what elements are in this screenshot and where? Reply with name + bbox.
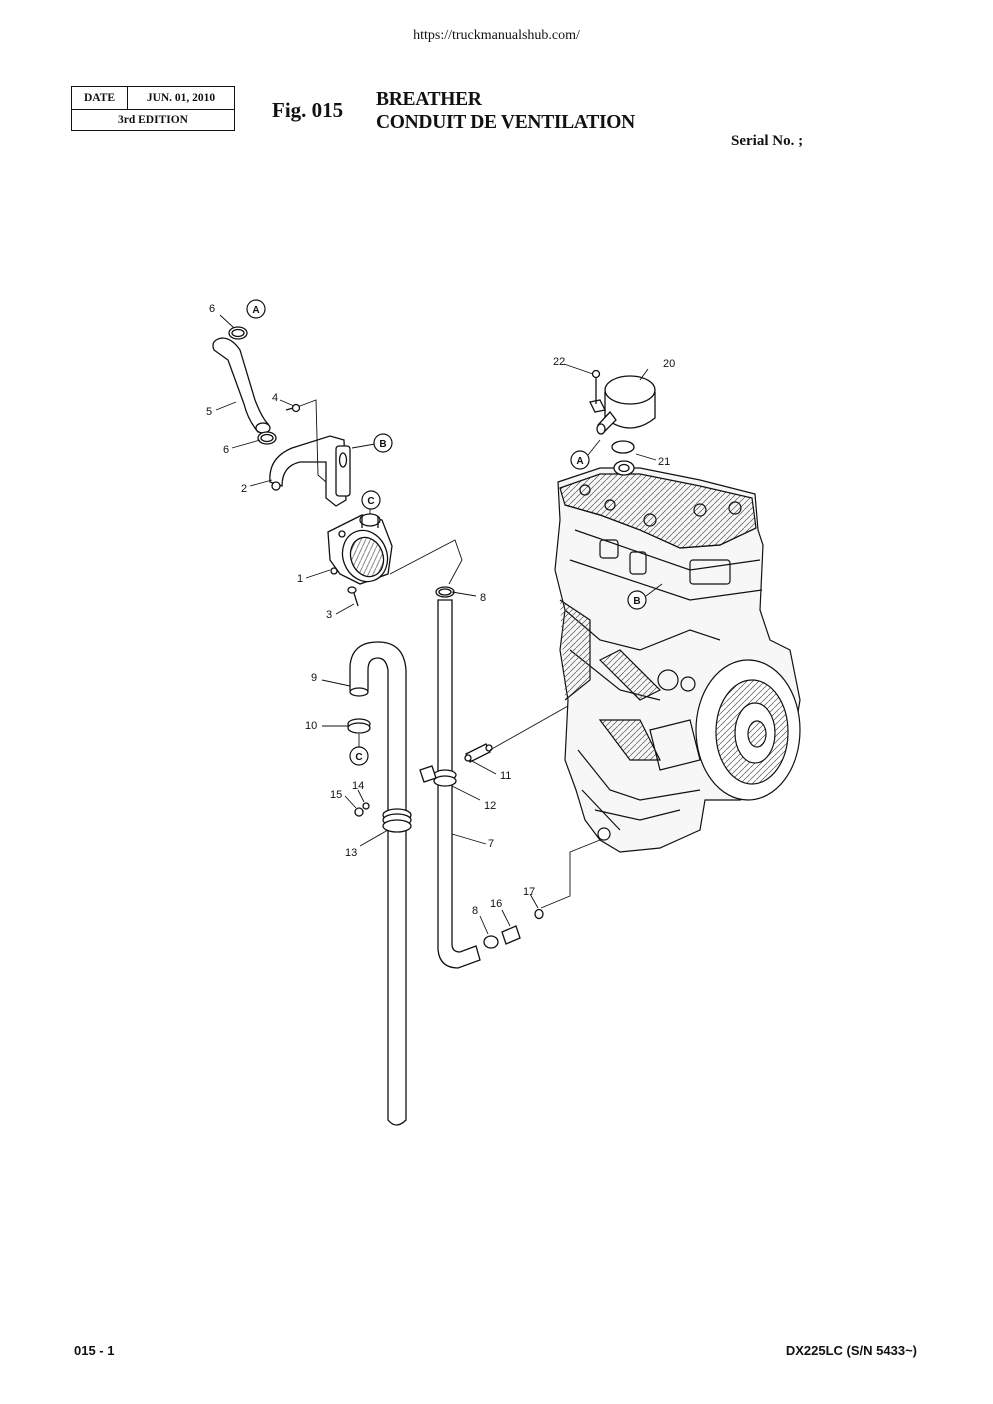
hose-5 bbox=[212, 326, 277, 445]
svg-text:B: B bbox=[633, 596, 640, 607]
callout-3: 3 bbox=[326, 609, 332, 621]
callout-7: 7 bbox=[488, 838, 494, 850]
callout-6-lower: 6 bbox=[223, 444, 229, 456]
ref-c-hose: C bbox=[349, 746, 369, 766]
engine-assembly bbox=[554, 467, 801, 853]
breather-cap bbox=[589, 369, 656, 476]
date-label: DATE bbox=[72, 87, 128, 109]
callout-20: 20 bbox=[663, 358, 675, 370]
svg-text:B: B bbox=[379, 439, 386, 450]
callout-2: 2 bbox=[241, 483, 247, 495]
source-url: https://truckmanualshub.com/ bbox=[413, 28, 580, 43]
breather-housing-1 bbox=[327, 513, 393, 607]
leader-lines bbox=[215, 314, 663, 935]
callout-16: 16 bbox=[490, 898, 502, 910]
callout-5: 5 bbox=[206, 406, 212, 418]
callout-11: 11 bbox=[500, 770, 511, 782]
reference-markers: A B C C A B bbox=[246, 299, 647, 766]
callout-21: 21 bbox=[658, 456, 670, 468]
callout-6-top: 6 bbox=[209, 303, 215, 315]
date-edition-box: DATE JUN. 01, 2010 3rd EDITION bbox=[71, 86, 235, 131]
part-callouts: 6 5 4 6 2 1 3 8 9 10 11 14 15 12 13 7 17… bbox=[206, 303, 675, 917]
ref-a-engine: A bbox=[570, 450, 590, 470]
serial-number-label: Serial No. ; bbox=[731, 133, 804, 149]
title-french: CONDUIT DE VENTILATION bbox=[376, 112, 635, 133]
svg-text:C: C bbox=[355, 752, 362, 763]
callout-10: 10 bbox=[305, 720, 317, 732]
model-label: DX225LC (S/N 5433~) bbox=[785, 1343, 917, 1358]
page-number: 015 - 1 bbox=[74, 1343, 115, 1358]
callout-22: 22 bbox=[553, 356, 565, 368]
callout-8-top: 8 bbox=[480, 592, 486, 604]
edition-label: 3rd EDITION bbox=[118, 114, 188, 126]
hose-9 bbox=[347, 641, 412, 1126]
date-value: JUN. 01, 2010 bbox=[146, 92, 216, 104]
title-english: BREATHER bbox=[376, 89, 482, 110]
ref-c-housing: C bbox=[361, 490, 381, 510]
figure-number: Fig. 015 bbox=[272, 98, 344, 122]
callout-4: 4 bbox=[272, 392, 278, 404]
hose-7 bbox=[354, 586, 544, 969]
ref-b-engine: B bbox=[627, 590, 647, 610]
callout-1: 1 bbox=[297, 573, 303, 585]
callout-15: 15 bbox=[330, 789, 342, 801]
callout-13: 13 bbox=[345, 847, 357, 859]
callout-8-lower: 8 bbox=[472, 905, 478, 917]
callout-17: 17 bbox=[523, 886, 535, 898]
date-row: DATE JUN. 01, 2010 bbox=[72, 87, 234, 110]
callout-14: 14 bbox=[352, 780, 364, 792]
ref-a-top: A bbox=[246, 299, 266, 319]
svg-text:A: A bbox=[576, 456, 583, 467]
svg-text:C: C bbox=[367, 496, 374, 507]
callout-12: 12 bbox=[484, 800, 496, 812]
bracket-2 bbox=[269, 403, 351, 507]
svg-text:A: A bbox=[252, 305, 259, 316]
ref-b-bracket: B bbox=[373, 433, 393, 453]
callout-9: 9 bbox=[311, 672, 317, 684]
